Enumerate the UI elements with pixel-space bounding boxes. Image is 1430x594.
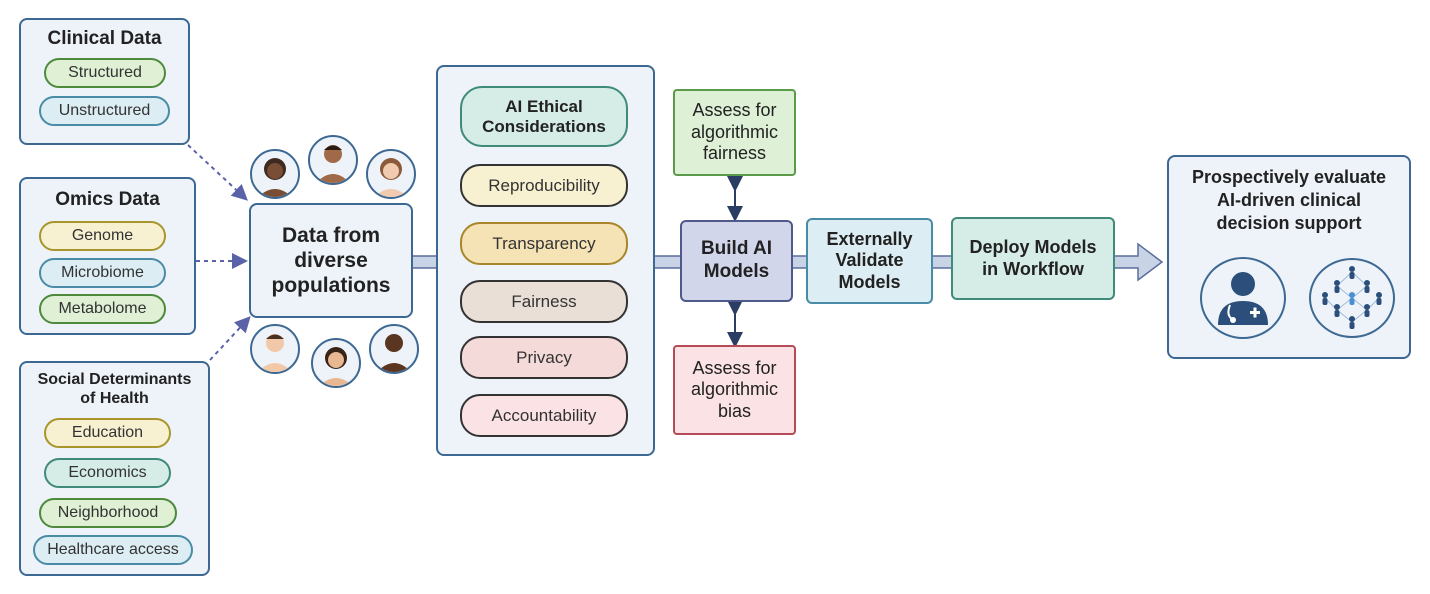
validate-line1: Externally bbox=[826, 228, 913, 249]
social-title-line2: of Health bbox=[80, 390, 149, 407]
build-line2: Models bbox=[703, 261, 770, 282]
pill-education: Education bbox=[44, 418, 171, 448]
social-title-line1: Social Determinants bbox=[37, 371, 192, 388]
deploy-line2: in Workflow bbox=[982, 258, 1084, 279]
ethics-title-line2: Considerations bbox=[482, 116, 606, 136]
assess-fairness-line3: fairness bbox=[702, 143, 767, 164]
ethics-title-line1: AI Ethical bbox=[505, 96, 583, 116]
validate-line2: Validate bbox=[835, 250, 904, 271]
diverse-line1: Data from bbox=[281, 223, 381, 247]
pill-neighborhood: Neighborhood bbox=[39, 498, 177, 528]
omics-data-panel: Omics Data Genome Microbiome Metabolome bbox=[19, 177, 196, 335]
person-avatar-icon bbox=[250, 324, 300, 374]
build-models-box: Build AI Models bbox=[680, 220, 793, 302]
flow-band-1 bbox=[411, 255, 439, 269]
evaluate-line2: AI-driven clinical bbox=[1216, 190, 1362, 210]
pill-unstructured: Unstructured bbox=[39, 96, 170, 126]
evaluate-line3: decision support bbox=[1216, 213, 1362, 233]
person-avatar-icon bbox=[366, 149, 416, 199]
social-determinants-panel: Social Determinants of Health Education … bbox=[19, 361, 210, 576]
ethics-title: AI Ethical Considerations bbox=[460, 86, 628, 147]
flow-band-arrowhead bbox=[1112, 242, 1164, 282]
pill-privacy: Privacy bbox=[460, 336, 628, 379]
clinician-icon bbox=[1200, 257, 1286, 339]
assess-bias-line2: algorithmic bbox=[690, 379, 779, 400]
pill-structured: Structured bbox=[44, 58, 166, 88]
pill-metabolome: Metabolome bbox=[39, 294, 166, 324]
pill-transparency: Transparency bbox=[460, 222, 628, 265]
diverse-line3: populations bbox=[271, 274, 391, 298]
pill-healthcare-access: Healthcare access bbox=[33, 535, 193, 565]
omics-data-title: Omics Data bbox=[55, 189, 160, 210]
evaluate-line1: Prospectively evaluate bbox=[1191, 167, 1387, 187]
assess-fairness-line2: algorithmic bbox=[690, 121, 779, 142]
person-avatar-icon bbox=[369, 324, 419, 374]
person-avatar-icon bbox=[311, 338, 361, 388]
pill-economics: Economics bbox=[44, 458, 171, 488]
assess-fairness-box: Assess for algorithmic fairness bbox=[673, 89, 796, 176]
person-avatar-icon bbox=[308, 135, 358, 185]
pill-microbiome: Microbiome bbox=[39, 258, 166, 288]
pill-genome: Genome bbox=[39, 221, 166, 251]
population-network-icon bbox=[1309, 258, 1395, 338]
validate-line3: Models bbox=[838, 271, 901, 292]
build-line1: Build AI bbox=[700, 238, 773, 260]
validate-models-box: Externally Validate Models bbox=[806, 218, 933, 304]
assess-fairness-line1: Assess for bbox=[692, 100, 777, 121]
diverse-line2: diverse bbox=[294, 248, 368, 272]
pill-accountability: Accountability bbox=[460, 394, 628, 437]
diverse-populations-box: Data from diverse populations bbox=[249, 203, 413, 318]
dotted-arrow-social bbox=[209, 316, 251, 361]
pill-reproducibility: Reproducibility bbox=[460, 164, 628, 207]
clinical-data-title: Clinical Data bbox=[47, 28, 162, 49]
dotted-arrow-clinical bbox=[187, 144, 248, 201]
ethics-panel: AI Ethical Considerations Reproducibilit… bbox=[436, 65, 655, 456]
deploy-models-box: Deploy Models in Workflow bbox=[951, 217, 1115, 300]
evaluate-panel: Prospectively evaluate AI-driven clinica… bbox=[1167, 155, 1411, 359]
clinical-data-panel: Clinical Data Structured Unstructured bbox=[19, 18, 190, 145]
assess-bias-line3: bias bbox=[717, 400, 752, 421]
assess-bias-box: Assess for algorithmic bias bbox=[673, 345, 796, 435]
pill-fairness: Fairness bbox=[460, 280, 628, 323]
flow-band-2 bbox=[653, 255, 683, 269]
flow-band-4 bbox=[930, 255, 954, 269]
deploy-line1: Deploy Models bbox=[969, 236, 1097, 257]
person-avatar-icon bbox=[250, 149, 300, 199]
assess-bias-line1: Assess for bbox=[692, 357, 777, 378]
